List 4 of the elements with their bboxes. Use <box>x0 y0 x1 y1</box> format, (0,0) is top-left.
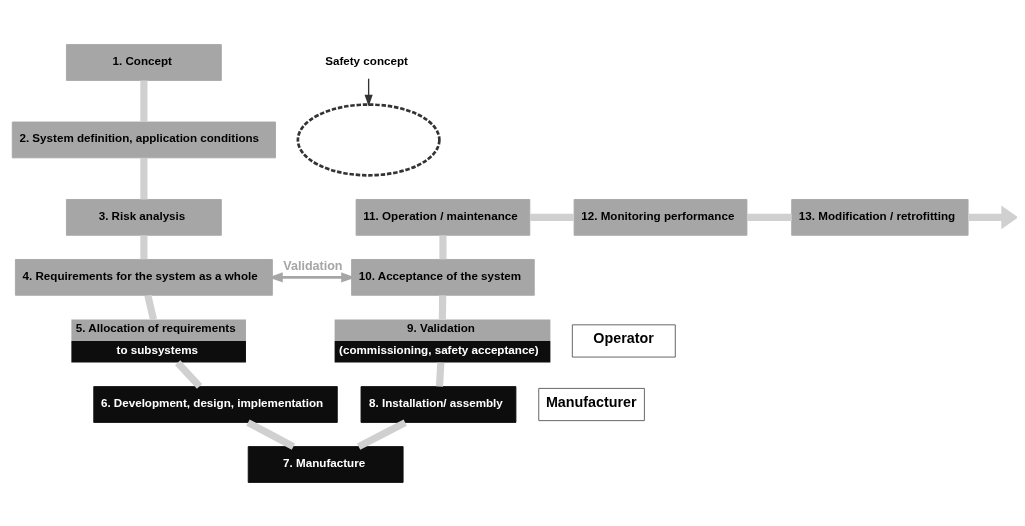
legend-label: Operator <box>593 329 654 346</box>
legend-label: Manufacturer <box>545 393 637 410</box>
node-text: Safety concept <box>325 53 408 67</box>
edge-label: Validation <box>283 258 343 273</box>
